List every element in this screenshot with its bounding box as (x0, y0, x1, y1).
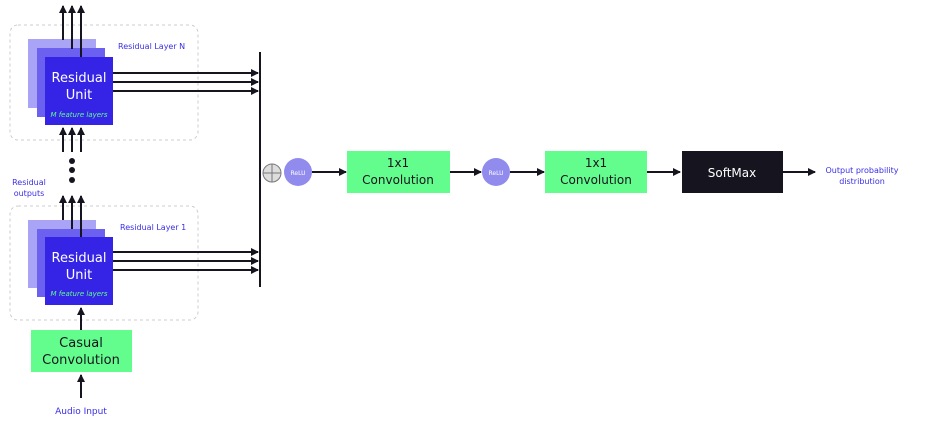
conv-1x1-second: 1x1 Convolution (545, 151, 647, 193)
label: 1x1 (585, 156, 607, 170)
ellipsis-dots (69, 158, 75, 183)
residual-unit-1 (45, 237, 113, 305)
shape (9, 205, 199, 321)
residual-outputs-label: Residual (12, 178, 46, 187)
label: outputs (14, 189, 45, 198)
layer-n-label: Residual Layer N (118, 42, 185, 51)
softmax-block: SoftMax (682, 151, 783, 193)
shape (545, 151, 647, 193)
shape (347, 151, 450, 193)
shape (69, 177, 75, 183)
shape (682, 151, 783, 193)
arrows (59, 5, 816, 398)
label: Unit (66, 88, 92, 103)
label: M feature layers (50, 111, 107, 119)
output-label: Output probability (825, 166, 898, 175)
residual-layer-1: Residual Unit M feature layers Residual … (9, 205, 199, 321)
label: M feature layers (50, 290, 107, 298)
conv-1x1-first: 1x1 Convolution (347, 151, 450, 193)
shape (482, 158, 510, 186)
label: Unit (66, 268, 92, 283)
shape (69, 158, 75, 164)
layer-1-label: Residual Layer 1 (120, 223, 186, 232)
label: Convolution (362, 173, 434, 187)
relu-2: ReLU (482, 158, 510, 186)
sum-icon (262, 163, 282, 183)
shape (31, 330, 132, 372)
label: Convolution (560, 173, 632, 187)
audio-input-label: Audio Input (55, 407, 107, 417)
residual-unit-n (45, 57, 113, 125)
shape (9, 24, 199, 141)
label: ReLU (488, 170, 503, 177)
label: Convolution (42, 353, 120, 368)
label: Residual (52, 251, 107, 266)
shape (69, 167, 75, 173)
label: 1x1 (387, 156, 409, 170)
label: Casual (59, 336, 103, 351)
label: distribution (839, 177, 885, 186)
shape (284, 158, 312, 186)
label: SoftMax (708, 166, 757, 180)
label: ReLU (290, 170, 305, 177)
relu-1: ReLU (284, 158, 312, 186)
casual-convolution-block: Casual Convolution (31, 330, 132, 372)
residual-layer-n: Residual Unit M feature layers Residual … (9, 24, 199, 141)
label: Residual (52, 71, 107, 86)
